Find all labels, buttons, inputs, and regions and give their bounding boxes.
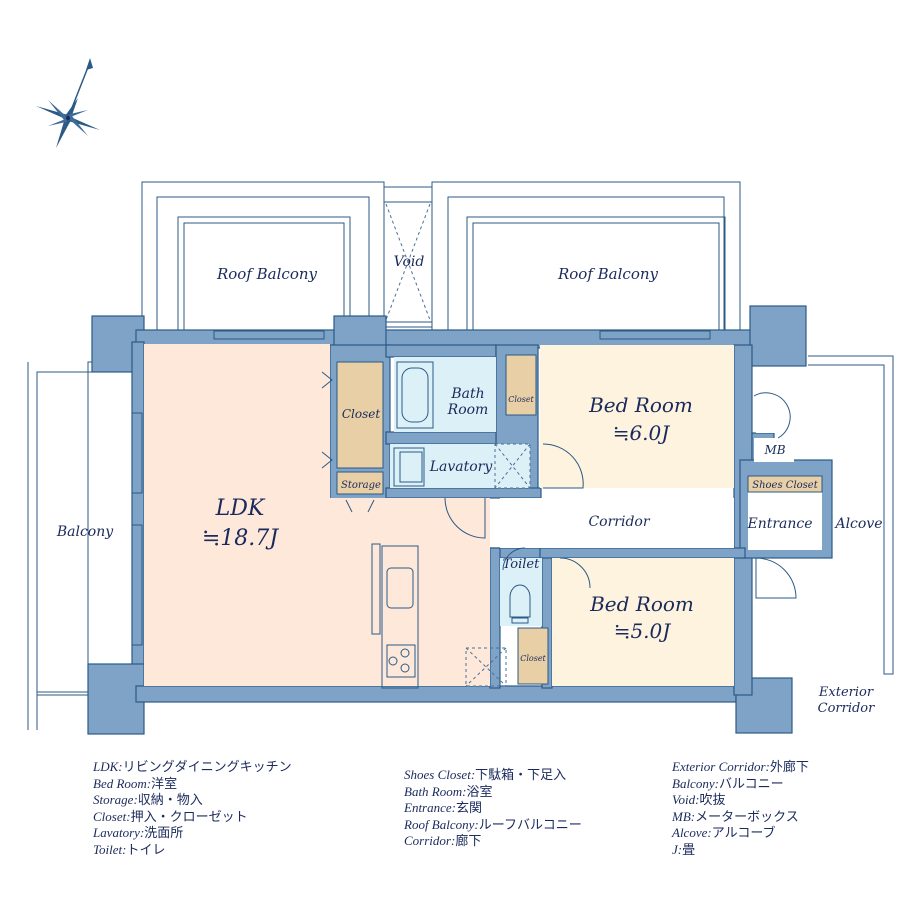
mb-area [756, 367, 806, 433]
corridor-label: Corridor [588, 514, 650, 530]
compass-icon [36, 58, 100, 148]
storage-label: Storage [341, 480, 381, 491]
bath-floor [394, 357, 496, 432]
alcove-outline [808, 355, 894, 675]
closet-bed1 [505, 354, 537, 416]
mb-label: MB [763, 443, 785, 457]
legend-item: Closet:押入・クローゼット [93, 808, 248, 824]
toilet-label: Toilet [503, 557, 540, 572]
roof-balcony-left-label: Roof Balcony [216, 265, 318, 283]
sink-icon [393, 447, 425, 487]
legend-item: Entrance:玄関 [404, 800, 483, 815]
bath-room-label-2: Room [447, 402, 489, 418]
closet-main [336, 361, 384, 469]
legend-item: Roof Balcony:ルーフバルコニー [404, 816, 582, 832]
bath-room-label-1: Bath [450, 386, 484, 402]
shoes-closet-label: Shoes Closet [752, 480, 818, 491]
bedroom1-size: ≒6.0J [613, 421, 671, 445]
bedroom2-label: Bed Room [589, 592, 694, 616]
ldk-size: ≒18.7J [202, 526, 279, 551]
legend-item: LDK:リビングダイニングキッチン [93, 759, 292, 774]
legend-column-1: LDK:リビングダイニングキッチン Bed Room:洋室 Storage:収納… [93, 759, 292, 858]
legend-column-2: Shoes Closet:下駄箱・下足入 Bath Room:浴室 Entran… [404, 767, 582, 850]
bedroom2-size: ≒5.0J [614, 619, 672, 643]
void-label: Void [394, 254, 425, 270]
legend-item: Bed Room:洋室 [93, 775, 178, 791]
mb-box [754, 438, 794, 462]
closet-bed2 [517, 627, 549, 685]
entrance-label: Entrance [746, 516, 812, 532]
alcove-label: Alcove [833, 516, 882, 532]
lavatory-floor [390, 444, 530, 488]
legend-item: Balcony:バルコニー [672, 775, 784, 791]
ldk-label: LDK [215, 496, 266, 521]
closet-main-label: Closet [342, 407, 381, 421]
kitchen-floor [330, 498, 490, 686]
lavatory-label: Lavatory [429, 459, 494, 475]
legend-item: Toilet:トイレ [93, 841, 166, 857]
shoes-closet [747, 475, 823, 493]
roof-balcony-right [431, 181, 741, 343]
closet-bed2-label: Closet [520, 654, 546, 663]
roof-balcony-right-label: Roof Balcony [557, 265, 659, 283]
corridor-floor [500, 498, 734, 548]
washer-space-icon [494, 443, 531, 489]
bathtub-icon [396, 361, 434, 429]
doors [321, 371, 797, 599]
legend-item: J:畳 [672, 841, 696, 857]
legend-item: Corridor:廊下 [404, 833, 482, 848]
entrance-floor [748, 490, 822, 550]
ldk-floor [144, 344, 330, 686]
toilet-floor [500, 558, 542, 626]
legend-item: MB:メーターボックス [672, 808, 799, 824]
legend-item: Alcove:アルコーブ [672, 825, 776, 840]
bedroom1-floor [540, 345, 734, 488]
storage [336, 471, 384, 495]
balcony-label: Balcony [56, 524, 114, 540]
legend-item: Void:吹抜 [672, 792, 726, 807]
legend-item: Exterior Corridor:外廊下 [672, 759, 809, 774]
exterior-corridor-label-1: Exterior [818, 685, 874, 700]
closet-bed1-label: Closet [508, 395, 534, 404]
kitchen-counter [371, 543, 507, 689]
exterior-corridor-label-2: Corridor [818, 701, 876, 716]
windows [131, 330, 711, 646]
toilet-icon [509, 584, 531, 624]
legend-column-3: Exterior Corridor:外廊下 Balcony:バルコニー Void… [672, 759, 809, 858]
bedroom2-floor [552, 558, 734, 686]
legend-item: Shoes Closet:下駄箱・下足入 [404, 767, 567, 782]
legend-item: Lavatory:洗面所 [93, 825, 184, 840]
legend-item: Bath Room:浴室 [404, 783, 493, 799]
legend-item: Storage:収納・物入 [93, 792, 203, 807]
bedroom1-label: Bed Room [588, 393, 693, 417]
